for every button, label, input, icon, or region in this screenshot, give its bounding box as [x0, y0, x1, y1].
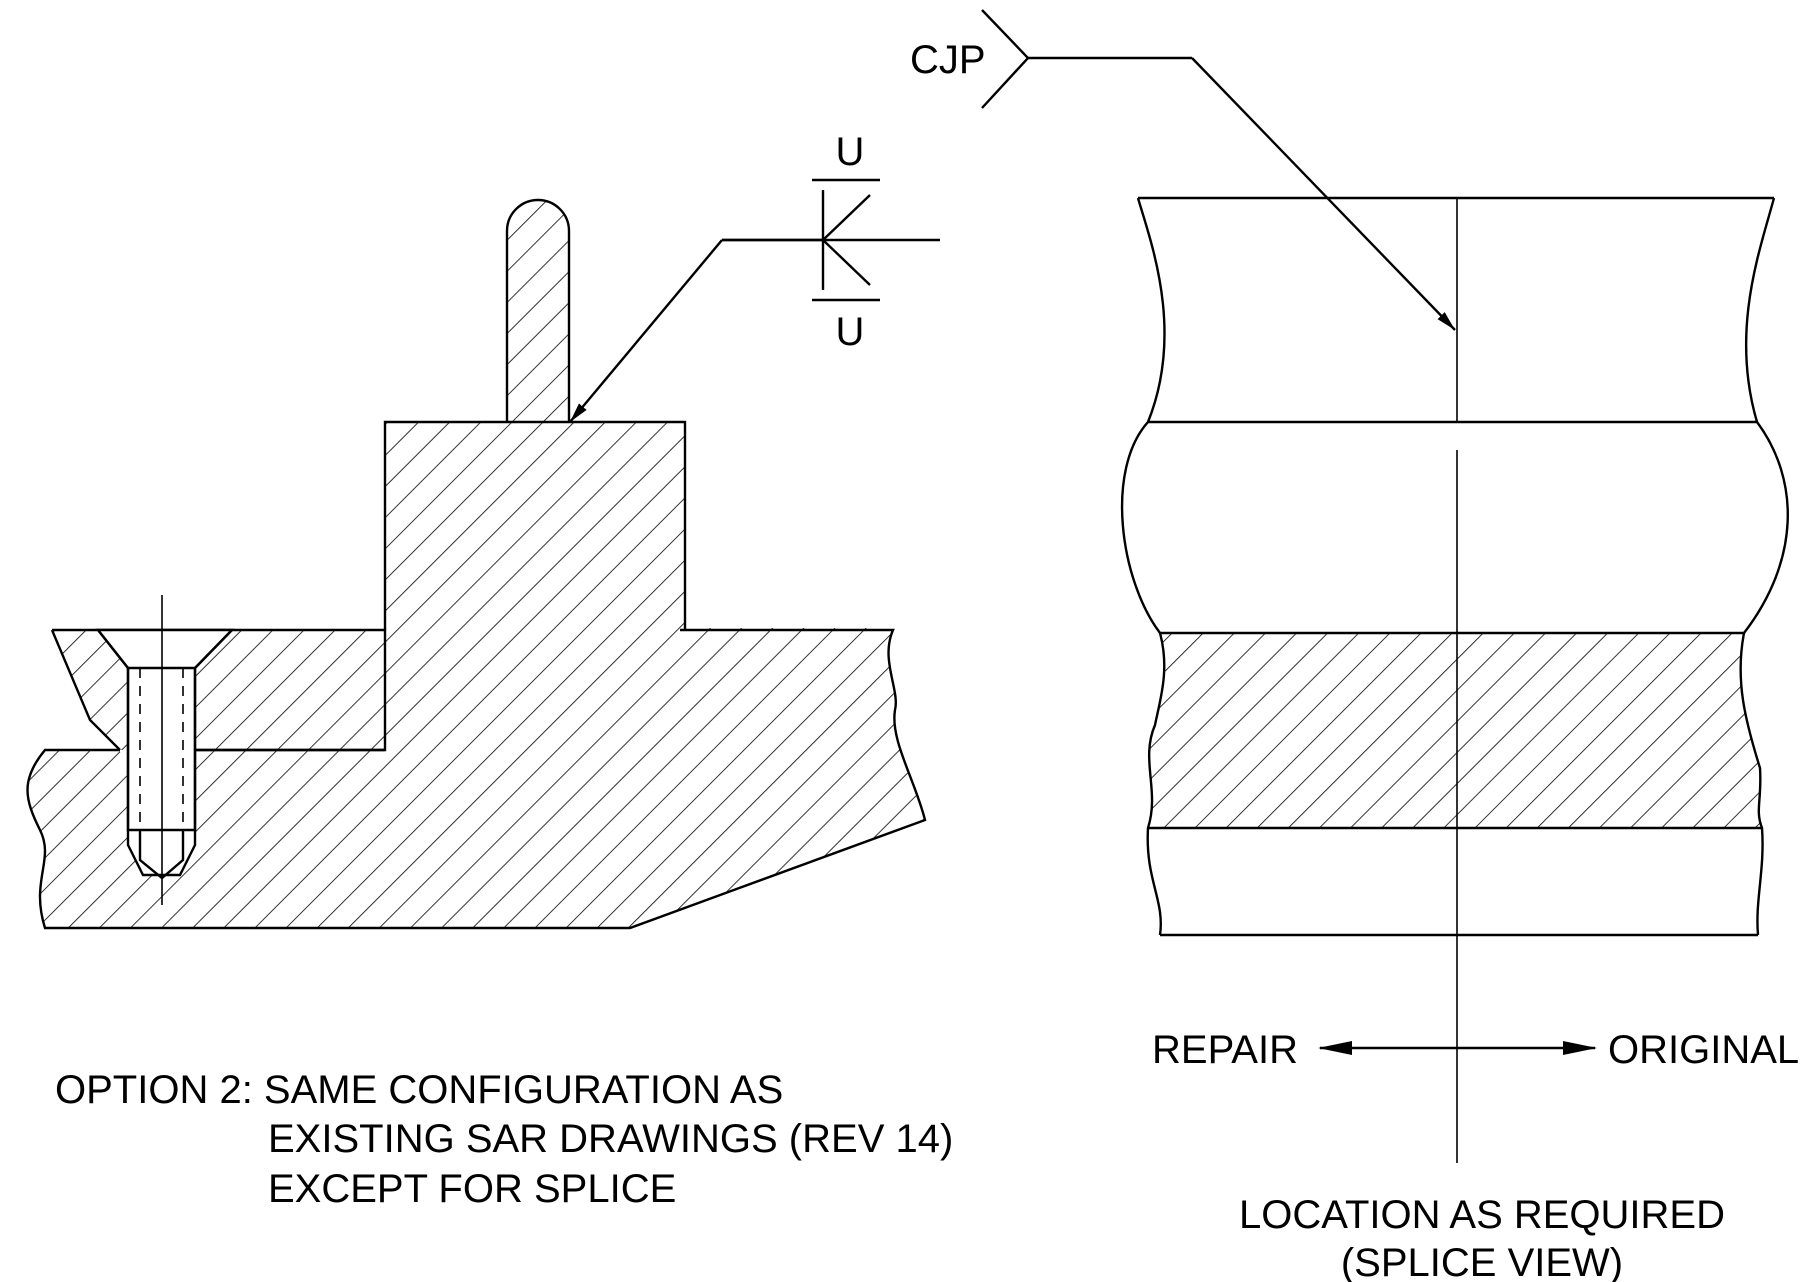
cover-plate [52, 630, 385, 750]
option-note-line-1: OPTION 2: SAME CONFIGURATION AS [55, 1068, 783, 1112]
arrow-head-icon [1563, 1041, 1597, 1055]
cjp-label: CJP [910, 38, 986, 82]
weld-symbol-bottom-label: U [836, 310, 865, 354]
splice-caption-line-1: LOCATION AS REQUIRED [1239, 1193, 1725, 1237]
splice-caption-line-2: (SPLICE VIEW) [1341, 1241, 1623, 1282]
cjp-weld-symbol-icon [981, 9, 1456, 331]
vertical-block [385, 422, 685, 630]
repair-label: REPAIR [1152, 1028, 1298, 1072]
stiffener-plate-outline [505, 198, 571, 422]
base-plate [27, 628, 925, 928]
original-label: ORIGINAL [1608, 1028, 1799, 1072]
left-section-view: U U OPTION 2: SAME CONFIGURATION AS EXIS… [26, 130, 953, 1211]
arrow-head-icon [1318, 1041, 1352, 1055]
right-splice-view: CJP REPAIR ORIGINAL LOCATION AS REQUIRED… [910, 9, 1799, 1282]
option-note-line-2: EXISTING SAR DRAWINGS (REV 14) [268, 1117, 953, 1161]
countersunk-screw [95, 595, 235, 905]
splice-band [1148, 633, 1762, 828]
option-note-line-3: EXCEPT FOR SPLICE [268, 1167, 676, 1211]
stiffener-plate [507, 200, 569, 422]
weld-symbol-icon [569, 178, 940, 423]
weld-symbol-top-label: U [836, 130, 865, 174]
